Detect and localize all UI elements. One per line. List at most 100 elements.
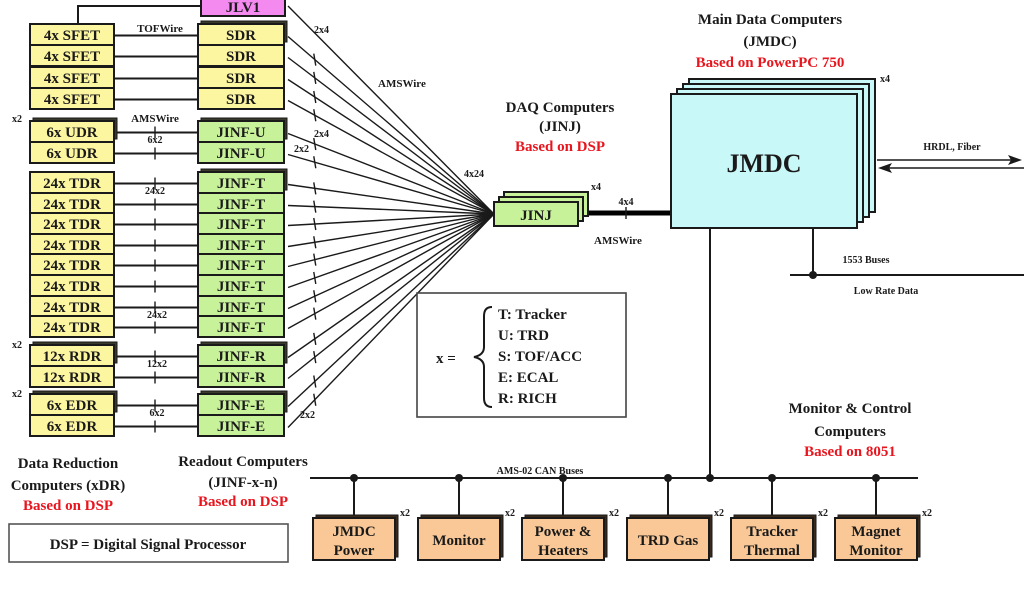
xdr-box-tdr[interactable]: 24x TDR bbox=[29, 315, 115, 338]
xdr-box-tdr-label: 24x TDR bbox=[43, 258, 101, 274]
readout-box-jinf-t-label: JINF-T bbox=[217, 258, 265, 274]
daq-title-line1: DAQ Computers bbox=[506, 100, 615, 116]
xdr-box-sfet[interactable]: 4x SFET bbox=[29, 87, 115, 110]
buses-1553-label: 1553 Buses bbox=[843, 255, 890, 266]
dsp-note-box: DSP = Digital Signal Processor bbox=[8, 523, 289, 563]
jlv1-box[interactable]: JLV1 bbox=[200, 0, 286, 17]
xdr-box-sfet[interactable]: 4x SFET bbox=[29, 23, 115, 46]
xdr-box-tdr[interactable]: 24x TDR bbox=[29, 274, 115, 297]
links bbox=[114, 34, 198, 433]
readout-box-sdr[interactable]: SDR bbox=[197, 20, 288, 46]
xdr-box-rdr[interactable]: 12x RDR bbox=[29, 365, 115, 388]
xdr-box-tdr-label: 24x TDR bbox=[43, 320, 101, 336]
readout-box-jinf-r-label: JINF-R bbox=[216, 370, 265, 386]
mc-box-multiplier: x2 bbox=[922, 508, 932, 519]
mc-box-multiplier: x2 bbox=[505, 508, 515, 519]
readout-box-jinf-u[interactable]: JINF-U bbox=[197, 141, 285, 164]
readout-box-sdr[interactable]: SDR bbox=[197, 87, 285, 110]
jlv1-label: JLV1 bbox=[226, 0, 260, 16]
fan-total-label: 4x24 bbox=[464, 169, 484, 180]
xdr-box-sfet-label: 4x SFET bbox=[44, 28, 100, 44]
readout-box-jinf-u[interactable]: JINF-U bbox=[197, 117, 288, 143]
readout-line2: (JINF-x-n) bbox=[208, 475, 277, 491]
readout-box-jinf-r[interactable]: JINF-R bbox=[197, 341, 288, 367]
readout-box-jinf-t-label: JINF-T bbox=[217, 300, 265, 316]
fan-line bbox=[287, 213, 495, 289]
fan-tick bbox=[313, 182, 317, 195]
readout-box-jinf-t[interactable]: JINF-T bbox=[197, 233, 285, 256]
mc-box[interactable]: Power &Heaters bbox=[521, 514, 608, 561]
fan-tick bbox=[313, 137, 317, 151]
jinj-box[interactable]: JINJ bbox=[493, 191, 589, 227]
udr-link-label: 6x2 bbox=[148, 135, 163, 146]
fan-line bbox=[287, 213, 495, 408]
readout-box-jinf-e[interactable]: JINF-E bbox=[197, 414, 285, 437]
fan-tick bbox=[313, 236, 317, 249]
fan-line bbox=[287, 99, 495, 215]
mc-box-multiplier: x2 bbox=[714, 508, 724, 519]
xdr-box-tdr[interactable]: 24x TDR bbox=[29, 171, 115, 194]
readout-box-jinf-e[interactable]: JINF-E bbox=[197, 390, 288, 416]
edr-multiplier: x2 bbox=[12, 389, 22, 400]
fan-line bbox=[287, 213, 495, 359]
readout-box-jinf-t[interactable]: JINF-T bbox=[197, 295, 285, 318]
fan-tick bbox=[313, 350, 317, 364]
amswire-udr-label: AMSWire bbox=[131, 113, 179, 125]
readout-box-jinf-t[interactable]: JINF-T bbox=[197, 253, 285, 276]
can-junction bbox=[768, 474, 776, 482]
fan-line bbox=[287, 213, 495, 227]
mc-box-line1: Monitor bbox=[432, 533, 486, 549]
xdr-box-tdr[interactable]: 24x TDR bbox=[29, 192, 115, 215]
xdr-box-tdr[interactable]: 24x TDR bbox=[29, 295, 115, 318]
mc-box[interactable]: TRD Gas bbox=[626, 514, 713, 561]
fan-line bbox=[287, 213, 495, 268]
mc-box-line1: TRD Gas bbox=[638, 533, 699, 549]
readout-column: SDRSDRSDRSDRJINF-UJINF-UJINF-TJINF-TJINF… bbox=[197, 20, 288, 437]
readout-box-jinf-t[interactable]: JINF-T bbox=[197, 168, 288, 194]
xdr-box-sfet[interactable]: 4x SFET bbox=[29, 44, 115, 67]
fan-line bbox=[287, 213, 495, 248]
readout-box-jinf-t[interactable]: JINF-T bbox=[197, 212, 285, 235]
can-junction bbox=[664, 474, 672, 482]
readout-box-jinf-t-label: JINF-T bbox=[217, 217, 265, 233]
jmdc-title-line2: (JMDC) bbox=[743, 34, 796, 50]
xdr-box-tdr[interactable]: 24x TDR bbox=[29, 212, 115, 235]
xdr-box-tdr[interactable]: 24x TDR bbox=[29, 233, 115, 256]
daq-based-on: Based on DSP bbox=[515, 139, 605, 155]
xdr-box-rdr[interactable]: 12x RDR bbox=[29, 341, 118, 367]
readout-box-sdr[interactable]: SDR bbox=[197, 66, 285, 89]
readout-box-jinf-r[interactable]: JINF-R bbox=[197, 365, 285, 388]
readout-box-jinf-e-label: JINF-E bbox=[217, 398, 265, 414]
xdr-box-udr[interactable]: 6x UDR bbox=[29, 117, 118, 143]
mc-box[interactable]: Monitor bbox=[417, 514, 504, 561]
low-rate-data-label: Low Rate Data bbox=[854, 286, 918, 297]
xdr-box-sfet[interactable]: 4x SFET bbox=[29, 66, 115, 89]
mc-box-line2: Power bbox=[334, 543, 375, 559]
fan-line-jlv1 bbox=[287, 5, 495, 215]
readout-box-jinf-t[interactable]: JINF-T bbox=[197, 274, 285, 297]
readout-box-sdr[interactable]: SDR bbox=[197, 44, 285, 67]
jinj-label: JINJ bbox=[520, 208, 552, 224]
daq-title-line2: (JINJ) bbox=[539, 119, 581, 135]
readout-box-jinf-t[interactable]: JINF-T bbox=[197, 315, 285, 338]
xdr-box-udr[interactable]: 6x UDR bbox=[29, 141, 115, 164]
xdr-box-edr[interactable]: 6x EDR bbox=[29, 414, 115, 437]
rdr-link-label: 12x2 bbox=[147, 359, 167, 370]
readout-box-jinf-u-label: JINF-U bbox=[216, 146, 265, 162]
readout-box-jinf-t[interactable]: JINF-T bbox=[197, 192, 285, 215]
jmdc-multiplier: x4 bbox=[880, 74, 890, 85]
xdr-box-tdr[interactable]: 24x TDR bbox=[29, 253, 115, 276]
readout-box-sdr-label: SDR bbox=[226, 92, 256, 108]
jmdc-based-on: Based on PowerPC 750 bbox=[696, 55, 845, 71]
fan-tick bbox=[313, 156, 317, 169]
xdr-box-edr[interactable]: 6x EDR bbox=[29, 390, 118, 416]
readout-box-jinf-t-label: JINF-T bbox=[217, 320, 265, 336]
jmdc-box[interactable]: JMDC bbox=[670, 78, 876, 229]
xdr-box-udr-label: 6x UDR bbox=[46, 125, 97, 141]
